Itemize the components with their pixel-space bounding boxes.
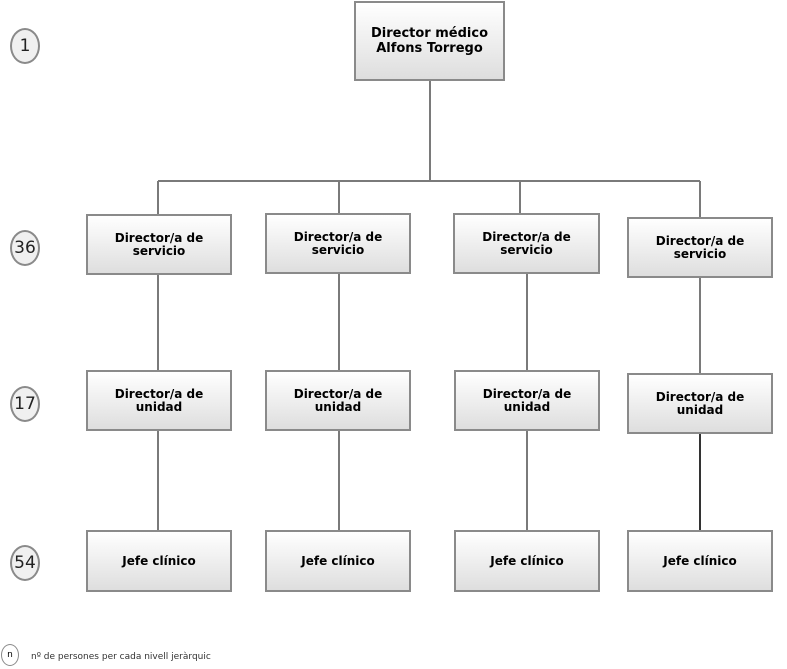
level-count-2: 36 [10,230,40,266]
clinical-chief-node: Jefe clínico [454,530,600,592]
legend-text: nº de persones per cada nivell jeràrquic [31,652,211,662]
legend-symbol: n [1,644,19,666]
level-count-4: 54 [10,545,40,581]
clinical-chief-node: Jefe clínico [265,530,411,592]
clinical-chief-node: Jefe clínico [86,530,232,592]
clinical-chief-node: Jefe clínico [627,530,773,592]
level-count-1: 1 [10,28,40,64]
level-count-3: 17 [10,386,40,422]
